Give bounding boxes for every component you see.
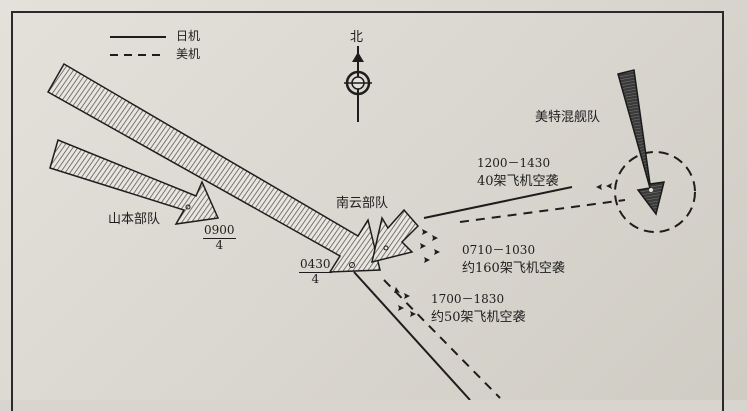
raid-1-desc: 40架飞机空袭 [477, 174, 559, 189]
aircraft-icons [394, 183, 612, 317]
compass-icon [344, 46, 372, 122]
raid-3-desc: 约50架飞机空袭 [431, 310, 526, 325]
compass-north-label: 北 [350, 30, 364, 45]
japanese-strike-line [423, 186, 573, 219]
legend-solid-label: 日机 [176, 29, 201, 43]
nagumo-force-label: 南云部队 [336, 196, 389, 211]
battle-map [46, 36, 696, 400]
yamamoto-time-value: 0900 [203, 223, 236, 239]
main-force-arrow [46, 62, 381, 273]
yamamoto-date-value: 4 [215, 237, 224, 252]
nagumo-arrow [370, 208, 420, 264]
us-track-lower [383, 279, 501, 399]
japanese-track [353, 271, 471, 400]
nagumo-time: 0430 4 [299, 257, 332, 287]
nagumo-time-value: 0430 [299, 257, 332, 273]
us-strike-line [459, 199, 626, 223]
raid-2-time: 0710－1030 [462, 243, 536, 257]
raid-2-desc: 约160架飞机空袭 [462, 261, 565, 276]
legend-dashed-label: 美机 [176, 47, 201, 61]
us-carrier-force-label: 美特混舰队 [535, 110, 601, 125]
yamamoto-arrow [49, 138, 220, 225]
raid-3-time: 1700－1830 [431, 292, 505, 306]
nagumo-date-value: 4 [311, 271, 320, 286]
yamamoto-time: 0900 4 [203, 223, 236, 253]
map-frame [11, 11, 724, 411]
us-fleet-area [614, 151, 696, 233]
yamamoto-force-label: 山本部队 [108, 212, 161, 227]
us-fleet-arrow [617, 69, 665, 216]
raid-1-time: 1200－1430 [477, 156, 551, 170]
